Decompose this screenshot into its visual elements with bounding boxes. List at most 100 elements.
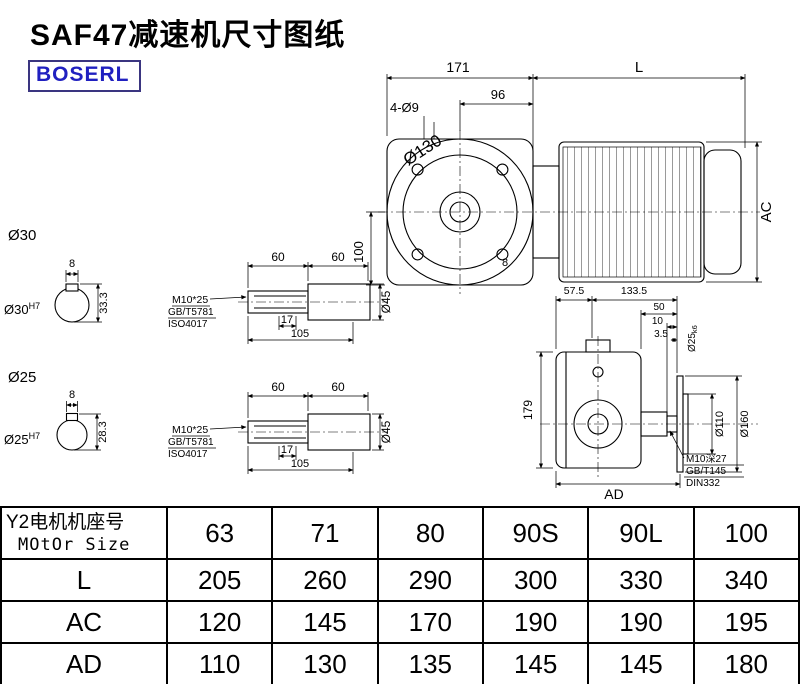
dim-179-label: 179 (521, 400, 535, 420)
table-cell: 260 (271, 558, 379, 602)
row-label-ad: AD (0, 642, 168, 684)
bore-tolerance: H7 (29, 431, 41, 441)
side-view-centerlines (540, 336, 758, 478)
dim-d110-label: Ø110 (714, 411, 726, 437)
table-header-cell: Y2电机机座号 MOtOr Size (0, 506, 168, 560)
table-row-ad: AD 110 130 135 145 145 180 (0, 642, 800, 684)
dim-17-label: 17 (281, 444, 293, 456)
dim-d45-label: Ø45 (379, 420, 393, 443)
table-cell: 130 (271, 642, 379, 684)
table-cell: 145 (587, 642, 695, 684)
shaft-section-30-outline (54, 283, 90, 323)
table-cell: 290 (376, 558, 484, 602)
table-header-en: MOtOr Size (18, 534, 131, 555)
size-col-90l: 90L (587, 506, 695, 560)
front-view-dimension-lines (366, 74, 762, 286)
output-shaft-dia-label: Ø25k6 (687, 325, 699, 352)
shaft-dia: Ø25 (687, 333, 698, 352)
shaft-detail-bottom-outline (247, 413, 371, 451)
bore-tolerance: H7 (29, 301, 41, 311)
table-row-l: L 205 260 290 300 330 340 (0, 558, 800, 602)
dim-105-label: 105 (291, 328, 309, 340)
technical-drawing: 171 L 96 4-Ø9 Ø130 100 AC 8 Ø30 8 33.3 Ø… (4, 59, 775, 502)
shaft-30-title-label: Ø30 (8, 227, 36, 244)
dim-60a-label: 60 (271, 380, 285, 394)
shaft-30-keyway-width-label: 8 (69, 258, 75, 270)
shaft-30-bore-label: Ø30H7 (4, 301, 40, 317)
table-row-ac: AC 120 145 170 190 190 195 (0, 600, 800, 644)
motor-size-table: Y2电机机座号 MOtOr Size 63 71 80 90S 90L 100 … (0, 506, 800, 684)
bolt-note-line1: M10*25 (172, 294, 208, 306)
dim-60b-label: 60 (331, 380, 345, 394)
size-col-80: 80 (376, 506, 484, 560)
table-header-row: Y2电机机座号 MOtOr Size 63 71 80 90S 90L 100 (0, 506, 800, 560)
shaft-detail-top-dimension-lines (168, 262, 384, 344)
bolt-holes-label: 4-Ø9 (390, 100, 419, 115)
size-col-90s: 90S (481, 506, 590, 560)
shaft-section-25-outline (56, 412, 88, 451)
bolt-note-line3: ISO4017 (168, 449, 208, 460)
shaft-30-keyway-depth-label: 33.3 (98, 292, 110, 313)
row-label-l: L (0, 558, 168, 602)
shaft-25-keyway-depth-label: 28.3 (97, 421, 109, 442)
table-cell: 180 (692, 642, 800, 684)
shaft-25-bore-label: Ø25H7 (4, 431, 40, 447)
shaft-tolerance: k6 (690, 325, 699, 333)
shaft-section-25-dimension-lines (65, 401, 101, 451)
brand-text: BOSERL (36, 63, 130, 86)
shaft-25-title-label: Ø25 (8, 369, 36, 386)
dim-d45-label: Ø45 (379, 290, 393, 313)
dim-575-label: 57.5 (564, 285, 585, 297)
shaft-detail-bottom: 60 60 17 105 Ø45 M10*25 GB/T5781 ISO4017 (168, 380, 393, 474)
dim-1335-label: 133.5 (621, 285, 647, 297)
dim-105-label: 105 (291, 458, 309, 470)
shaft-section-30: Ø30 8 33.3 Ø30H7 (4, 227, 110, 323)
flange-dia-label: Ø130 (400, 131, 445, 170)
dim-ad-label: AD (604, 486, 623, 502)
dim-60a-label: 60 (271, 250, 285, 264)
table-cell: 300 (481, 558, 590, 602)
dim-171-label: 171 (446, 59, 470, 75)
bolt-note-line3: ISO4017 (168, 319, 208, 330)
dim-motor-length-label: L (635, 59, 643, 76)
table-cell: 120 (165, 600, 274, 644)
bore-dia: Ø25 (4, 432, 29, 447)
dim-ac-label: AC (758, 201, 775, 222)
dim-17-label: 17 (281, 314, 293, 326)
table-cell: 110 (165, 642, 274, 684)
table-cell: 340 (692, 558, 800, 602)
side-view: 57.5 133.5 50 10 3.5 Ø25k6 Ø110 Ø160 179… (521, 285, 758, 502)
table-cell: 205 (165, 558, 274, 602)
shaft-25-keyway-width-label: 8 (69, 389, 75, 401)
table-cell: 190 (587, 600, 695, 644)
motor-fins (562, 146, 702, 278)
dim-50-label: 50 (653, 302, 665, 313)
dim-100-label: 100 (351, 241, 366, 263)
bolt-note-line1: M10*25 (172, 424, 208, 436)
shaft-section-30-dimension-lines (65, 270, 102, 323)
side-view-outline (555, 339, 689, 473)
size-col-71: 71 (271, 506, 379, 560)
dim-d160-label: Ø160 (739, 411, 751, 438)
page-title: SAF47减速机尺寸图纸 (30, 19, 346, 52)
dim-8-label: 8 (502, 257, 508, 269)
table-header-cn: Y2电机机座号 (6, 511, 125, 533)
shaft-detail-top: 60 60 17 105 Ø45 M10*25 GB/T5781 ISO4017 (168, 250, 393, 344)
front-view-centerlines (378, 130, 760, 294)
tap-note-line1: M10深27 (686, 453, 727, 465)
dim-35-label: 3.5 (654, 329, 668, 340)
table-cell: 145 (481, 642, 590, 684)
tap-note-line2: GB/T145 (686, 466, 726, 477)
tap-note-line3: DIN332 (686, 478, 720, 489)
dim-96-label: 96 (491, 87, 505, 102)
brand-logo: BOSERL (28, 60, 141, 92)
dim-10-label: 10 (652, 316, 664, 327)
table-cell: 330 (587, 558, 695, 602)
shaft-section-25: Ø25 8 28.3 Ø25H7 (4, 369, 109, 451)
table-cell: 170 (376, 600, 484, 644)
table-cell: 145 (271, 600, 379, 644)
bolt-note-line2: GB/T5781 (168, 307, 214, 318)
side-view-dimension-lines (536, 296, 744, 488)
shaft-detail-top-outline (247, 283, 371, 321)
motor-outline (532, 141, 742, 283)
